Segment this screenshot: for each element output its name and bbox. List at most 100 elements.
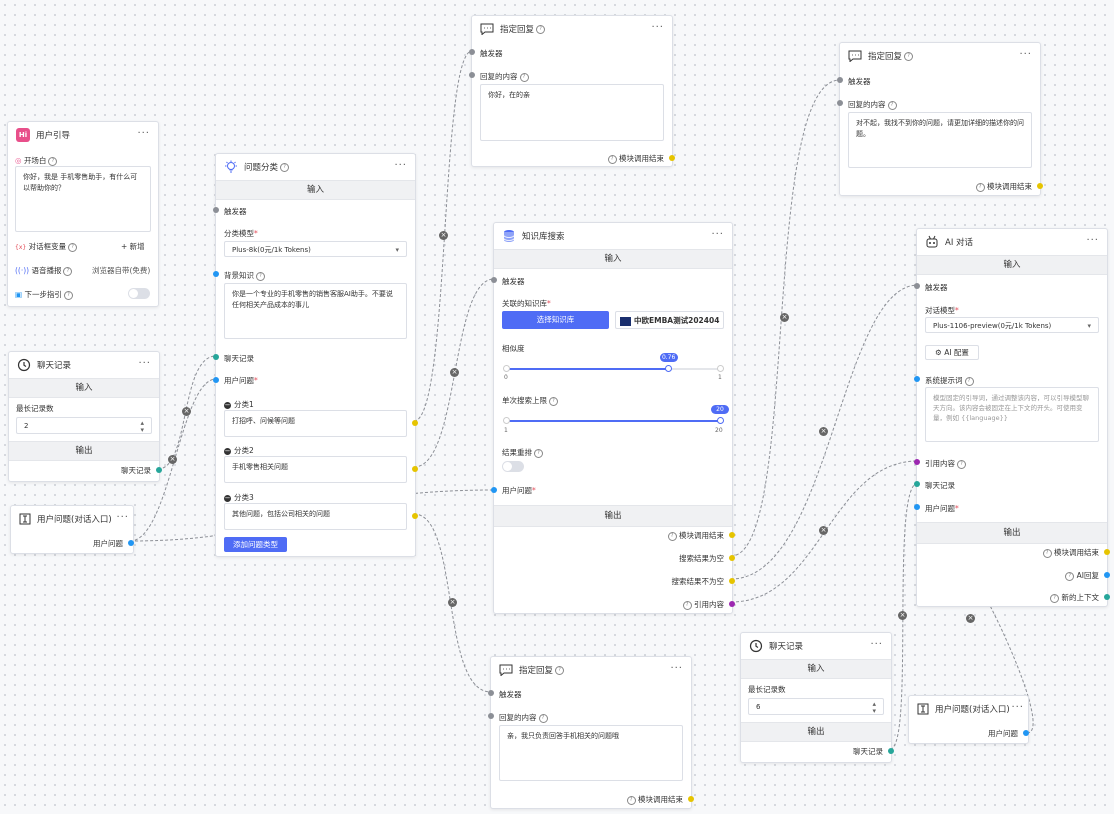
kb-chip[interactable]: 中欧EMBA测试202404 <box>615 311 724 329</box>
chat-model-select[interactable]: Plus-1106-preview(0元/1k Tokens)▾ <box>925 317 1099 333</box>
disconnect-icon[interactable]: × <box>780 313 789 322</box>
output-quote-handle[interactable] <box>729 601 735 607</box>
minus-icon[interactable]: − <box>224 400 231 409</box>
max-records-stepper[interactable]: 2 ▴▾ <box>16 417 152 434</box>
slider-knob[interactable] <box>665 365 673 372</box>
background-input[interactable]: 你是一个专业的手机零售的销售客服AI助手。不要说任何相关产品成本的事儿 <box>224 283 407 339</box>
disconnect-icon[interactable]: × <box>450 368 459 377</box>
add-variable-button[interactable]: + 新增 <box>121 242 145 251</box>
node-header[interactable]: AI 对话 ··· <box>917 229 1107 255</box>
node-header[interactable]: 知识库搜索 ··· <box>494 223 732 249</box>
output-finish-handle[interactable] <box>1104 549 1110 555</box>
stepper-arrows-icon[interactable]: ▴▾ <box>872 700 876 715</box>
node-header[interactable]: 聊天记录 ··· <box>9 352 159 378</box>
history-output-handle[interactable] <box>156 467 162 473</box>
slider-knob[interactable] <box>716 417 724 424</box>
more-icon[interactable]: ··· <box>116 512 129 523</box>
category-3-input[interactable]: 其他问题，包括公司相关的问题 <box>224 503 407 530</box>
trigger-handle[interactable] <box>914 283 920 289</box>
reply-node-greeting[interactable]: 指定回复? ··· 触发器 回复的内容? 你好，在的亲 ? 模块调用结束 <box>469 15 675 167</box>
finish-handle[interactable] <box>688 796 694 802</box>
opening-text-input[interactable]: 你好，我是 手机零售助手，有什么可以帮助你的？ <box>15 166 151 232</box>
trigger-handle[interactable] <box>491 277 497 283</box>
trigger-handle[interactable] <box>488 690 494 696</box>
reply-node-phone-only[interactable]: 指定回复? ··· 触发器 回复的内容? 亲，我只负责回答手机相关的问题哦 ? … <box>488 656 694 809</box>
rerank-toggle[interactable] <box>502 461 524 472</box>
question-output-handle[interactable] <box>128 540 134 546</box>
more-icon[interactable]: ··· <box>870 639 883 650</box>
history-output-handle[interactable] <box>888 748 894 754</box>
output-not-empty-handle[interactable] <box>729 578 735 584</box>
max-records-stepper[interactable]: 6 ▴▾ <box>748 698 884 715</box>
trigger-handle[interactable] <box>213 207 219 213</box>
more-icon[interactable]: ··· <box>711 229 724 240</box>
node-header[interactable]: 问题分类? ··· <box>216 154 415 180</box>
reply-content-input[interactable]: 亲，我只负责回答手机相关的问题哦 <box>499 725 683 781</box>
classify-model-select[interactable]: Plus-8k(0元/1k Tokens)▾ <box>224 241 407 257</box>
node-header[interactable]: 聊天记录 ··· <box>741 633 891 659</box>
system-prompt-input[interactable]: 模型固定的引导词，通过调整该内容，可以引导模型聊天方向。该内容会被固定在上下文的… <box>925 387 1099 442</box>
node-header[interactable]: 用户问题(对话入口) ··· <box>909 696 1028 722</box>
user-guide-node[interactable]: Hi 用户引导 ··· ◎ 开场白? 你好，我是 手机零售助手，有什么可以帮助你… <box>7 121 159 307</box>
tts-value[interactable]: 浏览器自带(免费) <box>92 266 151 275</box>
node-header[interactable]: Hi 用户引导 ··· <box>8 122 158 148</box>
node-header[interactable]: 指定回复? ··· <box>840 43 1040 69</box>
question-output-handle[interactable] <box>1023 730 1029 736</box>
disconnect-icon[interactable]: × <box>168 455 177 464</box>
disconnect-icon[interactable]: × <box>439 231 448 240</box>
more-icon[interactable]: ··· <box>651 22 664 33</box>
user-question-entry-node[interactable]: 用户问题(对话入口) ··· 用户问题 <box>10 505 134 554</box>
content-handle[interactable] <box>469 72 475 78</box>
more-icon[interactable]: ··· <box>1019 49 1032 60</box>
limit-slider[interactable]: 20 <box>502 405 729 424</box>
add-category-button[interactable]: 添加问题类型 <box>224 537 287 552</box>
finish-handle[interactable] <box>1037 183 1043 189</box>
user-question-entry-node-2[interactable]: 用户问题(对话入口) ··· 用户问题 <box>908 695 1029 744</box>
node-header[interactable]: 指定回复? ··· <box>491 657 691 683</box>
quote-handle[interactable] <box>914 459 920 465</box>
content-handle[interactable] <box>488 713 494 719</box>
disconnect-icon[interactable]: × <box>966 614 975 623</box>
more-icon[interactable]: ··· <box>670 663 683 674</box>
disconnect-icon[interactable]: × <box>819 526 828 535</box>
more-icon[interactable]: ··· <box>138 358 151 369</box>
stepper-arrows-icon[interactable]: ▴▾ <box>140 419 144 434</box>
minus-icon[interactable]: − <box>224 446 231 455</box>
reply-content-input[interactable]: 你好，在的亲 <box>480 84 664 141</box>
disconnect-icon[interactable]: × <box>182 407 191 416</box>
question-handle[interactable] <box>491 487 497 493</box>
question-classify-node[interactable]: 问题分类? ··· 输入 触发器 分类模型* Plus-8k(0元/1k Tok… <box>213 153 418 557</box>
trigger-handle[interactable] <box>469 49 475 55</box>
category-2-input[interactable]: 手机零售相关问题 <box>224 456 407 483</box>
node-header[interactable]: 用户问题(对话入口) ··· <box>11 506 133 532</box>
reply-node-not-found[interactable]: 指定回复? ··· 触发器 回复的内容? 对不起，我找不到你的问题，请更加详细的… <box>837 42 1043 196</box>
knowledge-base-search-node[interactable]: 知识库搜索 ··· 输入 触发器 关联的知识库* 选择知识库 中欧EMBA测试2… <box>491 222 735 614</box>
chat-history-node[interactable]: 聊天记录 ··· 输入 最长记录数 2 ▴▾ 输出 聊天记录 <box>8 351 162 482</box>
question-handle[interactable] <box>213 377 219 383</box>
ai-config-button[interactable]: ⚙ AI 配置 <box>925 345 979 360</box>
ai-chat-node[interactable]: AI 对话 ··· 输入 触发器 对话模型* Plus-1106-preview… <box>914 228 1110 607</box>
question-handle[interactable] <box>914 504 920 510</box>
more-icon[interactable]: ··· <box>394 160 407 171</box>
category-2-handle[interactable] <box>412 466 418 472</box>
content-handle[interactable] <box>837 100 843 106</box>
chat-history-node-2[interactable]: 聊天记录 ··· 输入 最长记录数 6 ▴▾ 输出 聊天记录 <box>740 632 894 763</box>
select-kb-button[interactable]: 选择知识库 <box>502 311 609 329</box>
category-1-input[interactable]: 打招呼、问候等问题 <box>224 410 407 437</box>
background-handle[interactable] <box>213 271 219 277</box>
system-prompt-handle[interactable] <box>914 376 920 382</box>
reply-content-input[interactable]: 对不起，我找不到你的问题，请更加详细的描述你的问题。 <box>848 112 1032 168</box>
similarity-slider[interactable]: 0.76 <box>502 353 724 372</box>
category-3-handle[interactable] <box>412 513 418 519</box>
more-icon[interactable]: ··· <box>1011 702 1024 713</box>
output-empty-handle[interactable] <box>729 555 735 561</box>
output-finish-handle[interactable] <box>729 532 735 538</box>
disconnect-icon[interactable]: × <box>898 611 907 620</box>
category-1-handle[interactable] <box>412 420 418 426</box>
disconnect-icon[interactable]: × <box>448 598 457 607</box>
trigger-handle[interactable] <box>837 77 843 83</box>
node-header[interactable]: 指定回复? ··· <box>472 16 672 42</box>
more-icon[interactable]: ··· <box>137 128 150 139</box>
more-icon[interactable]: ··· <box>1086 235 1099 246</box>
output-context-handle[interactable] <box>1104 594 1110 600</box>
